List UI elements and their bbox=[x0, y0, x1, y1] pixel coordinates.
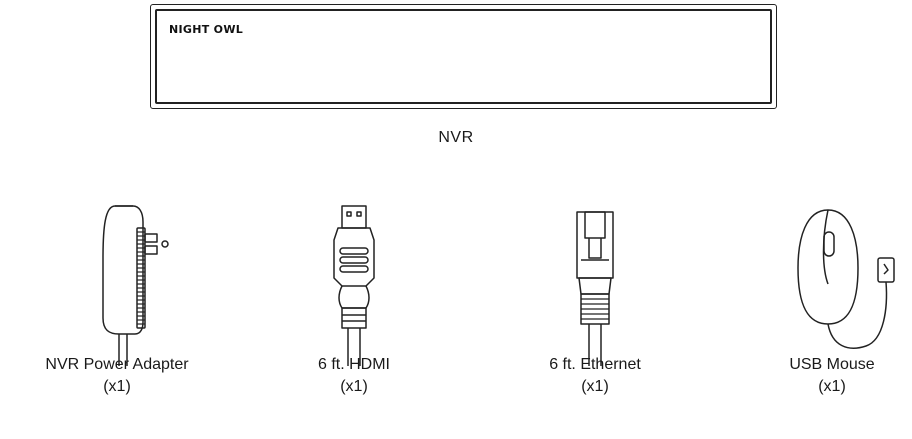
item-quantity: (x1) bbox=[103, 378, 131, 395]
item-quantity: (x1) bbox=[581, 378, 609, 395]
nvr-brand-logo: NIGHT OWL bbox=[169, 23, 244, 36]
item-name: 6 ft. Ethernet bbox=[549, 356, 641, 373]
nvr-device: NIGHT OWL bbox=[150, 4, 777, 109]
item-caption: NVR Power Adapter (x1) bbox=[17, 354, 217, 398]
power-adapter-icon bbox=[102, 205, 169, 366]
item-ethernet-cable: 6 ft. Ethernet (x1) bbox=[495, 198, 695, 395]
usb-mouse-icon bbox=[797, 209, 895, 349]
item-name: NVR Power Adapter bbox=[45, 356, 189, 373]
hdmi-cable-icon bbox=[333, 205, 375, 366]
item-power-adapter: NVR Power Adapter (x1) bbox=[17, 198, 217, 395]
ethernet-cable-icon bbox=[576, 211, 614, 366]
item-caption: 6 ft. HDMI (x1) bbox=[254, 354, 454, 398]
item-quantity: (x1) bbox=[818, 378, 846, 395]
nvr-label: NVR bbox=[438, 129, 474, 146]
nvr-front-panel: NIGHT OWL bbox=[155, 9, 772, 104]
item-caption: USB Mouse (x1) bbox=[732, 354, 912, 398]
item-quantity: (x1) bbox=[340, 378, 368, 395]
item-usb-mouse: USB Mouse (x1) bbox=[732, 198, 912, 395]
item-name: 6 ft. HDMI bbox=[317, 356, 390, 373]
item-name: USB Mouse bbox=[789, 356, 875, 373]
item-hdmi-cable: 6 ft. HDMI (x1) bbox=[254, 198, 454, 395]
item-caption: 6 ft. Ethernet (x1) bbox=[495, 354, 695, 398]
